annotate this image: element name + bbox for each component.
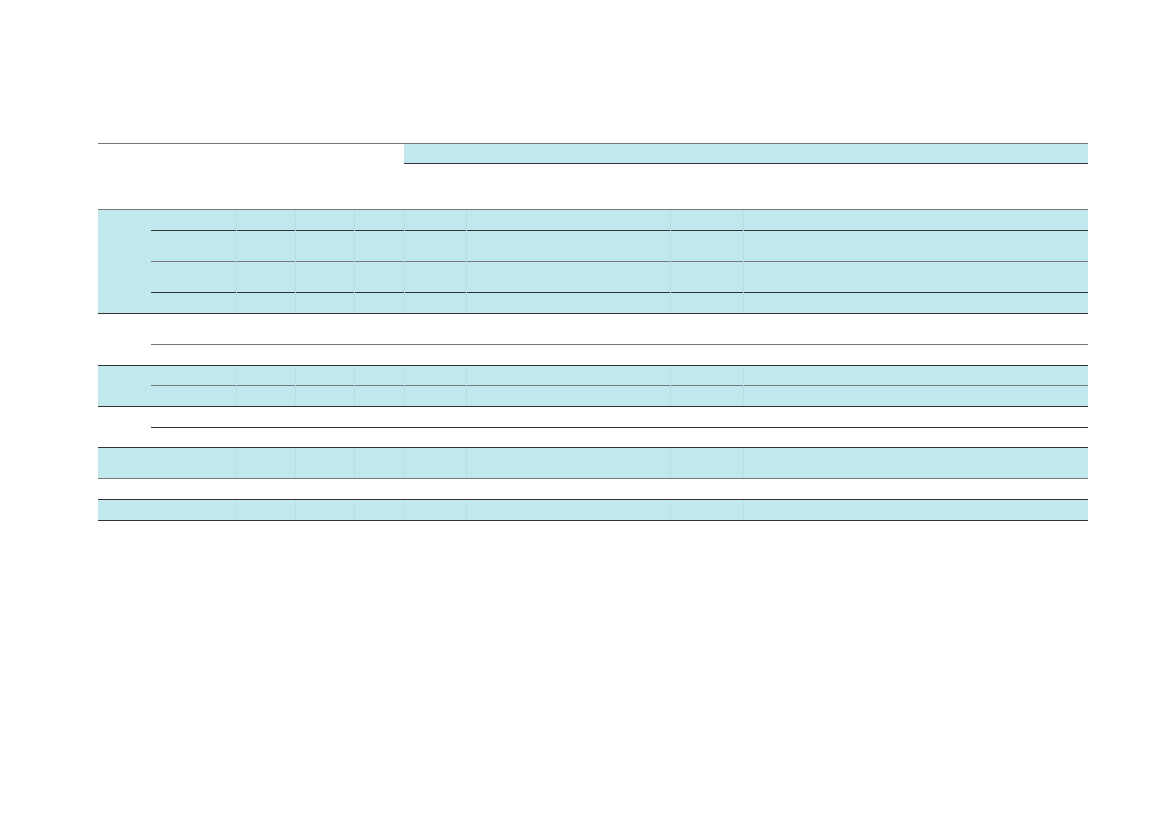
column-divider-7 xyxy=(743,210,744,313)
header-group-band xyxy=(404,144,1088,163)
column-divider-6 xyxy=(670,366,671,406)
row-group-1-rule-3 xyxy=(151,292,1088,293)
column-divider-2 xyxy=(295,210,296,313)
column-divider-5 xyxy=(466,210,467,313)
column-divider-7 xyxy=(743,448,744,478)
column-divider-2 xyxy=(295,448,296,478)
column-divider-1 xyxy=(236,366,237,406)
column-divider-3 xyxy=(354,366,355,406)
column-divider-6 xyxy=(670,210,671,313)
column-divider-4 xyxy=(404,366,405,406)
row-group-3-bottom-rule xyxy=(98,406,1088,407)
total-row-band xyxy=(98,500,1088,520)
column-divider-2 xyxy=(295,366,296,406)
row-group-3-rule-1 xyxy=(151,385,1088,386)
column-divider-5 xyxy=(466,448,467,478)
column-divider-6 xyxy=(670,500,671,520)
row-group-2-bottom-rule xyxy=(98,365,1088,366)
row-group-2-rule-1 xyxy=(151,344,1088,345)
row-group-4-bottom-rule xyxy=(98,447,1088,448)
row-group-4-rule-1 xyxy=(151,427,1088,428)
column-divider-1 xyxy=(236,500,237,520)
column-divider-3 xyxy=(354,210,355,313)
column-divider-7 xyxy=(743,366,744,406)
table-top-rule xyxy=(98,143,1088,144)
column-divider-4 xyxy=(404,210,405,313)
column-divider-4 xyxy=(404,500,405,520)
column-divider-3 xyxy=(354,500,355,520)
column-divider-2 xyxy=(295,500,296,520)
table-bottom-rule xyxy=(98,520,1088,521)
subtotal-row-bottom-rule xyxy=(98,478,1088,479)
row-group-1-bottom-rule xyxy=(98,313,1088,314)
column-divider-1 xyxy=(236,448,237,478)
column-divider-6 xyxy=(670,448,671,478)
column-divider-3 xyxy=(354,448,355,478)
column-divider-7 xyxy=(743,500,744,520)
row-group-1-rule-2 xyxy=(151,261,1088,262)
header-bottom-rule xyxy=(98,209,1088,210)
total-row-top-rule xyxy=(98,499,1088,500)
row-group-3-band xyxy=(98,366,1088,406)
column-divider-1 xyxy=(236,210,237,313)
header-group-rule xyxy=(404,163,1088,164)
column-divider-4 xyxy=(404,448,405,478)
column-divider-5 xyxy=(466,366,467,406)
column-divider-5 xyxy=(466,500,467,520)
row-group-1-rule-1 xyxy=(151,230,1088,231)
subtotal-row-band xyxy=(98,448,1088,478)
